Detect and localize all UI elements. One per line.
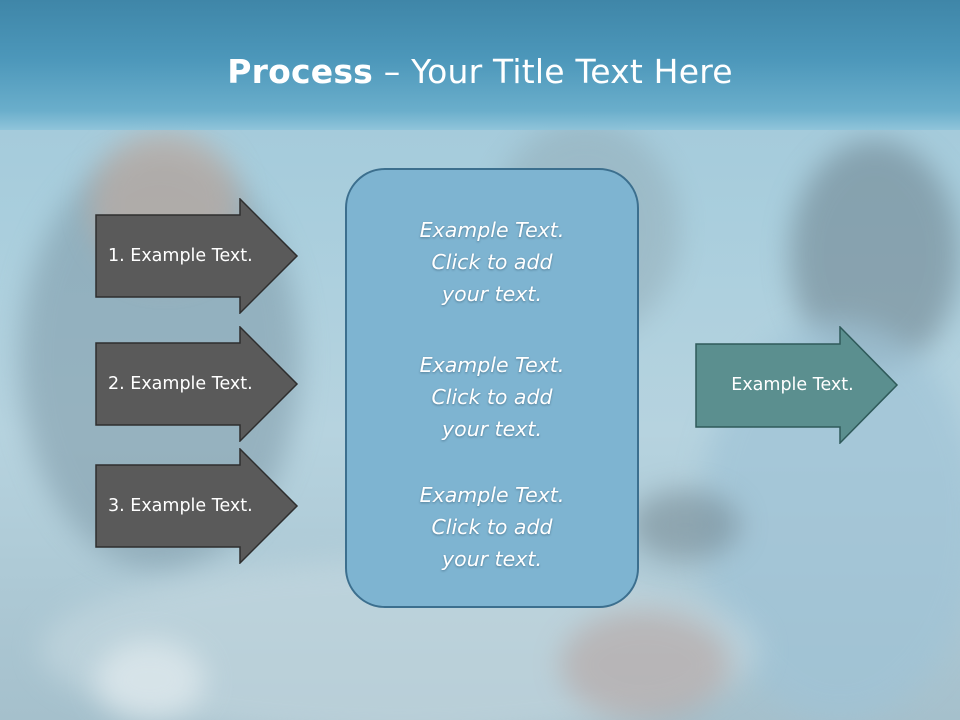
title-bar: Process – Your Title Text Here <box>0 0 960 130</box>
title-rest: – Your Title Text Here <box>373 52 733 91</box>
slide-title[interactable]: Process – Your Title Text Here <box>0 52 960 91</box>
arrow-shape <box>95 448 299 564</box>
step-arrow-3[interactable]: 3. Example Text. <box>95 448 300 564</box>
step-arrow-1[interactable]: 1. Example Text. <box>95 198 300 314</box>
arrow-shape <box>95 326 299 442</box>
result-arrow[interactable]: Example Text. <box>695 326 900 444</box>
center-line: Click to add <box>431 250 553 274</box>
center-text-box[interactable]: Example Text. Click to add your text. Ex… <box>345 168 639 608</box>
background-photo-laptop <box>630 490 740 560</box>
center-line: your text. <box>442 282 542 306</box>
center-text-item-2: Example Text. Click to add your text. <box>347 349 637 445</box>
center-line: your text. <box>442 417 542 441</box>
result-label: Example Text. <box>731 375 854 395</box>
background-photo-hand <box>560 610 730 720</box>
center-text-item-1: Example Text. Click to add your text. <box>347 214 637 310</box>
center-text-item-3: Example Text. Click to add your text. <box>347 479 637 575</box>
background-photo-cup <box>95 640 205 720</box>
arrow-shape <box>695 326 899 444</box>
title-bold: Process <box>227 52 374 91</box>
step-arrow-2[interactable]: 2. Example Text. <box>95 326 300 442</box>
step-label: 1. Example Text. <box>108 246 253 266</box>
center-line: Click to add <box>431 515 553 539</box>
center-line: Example Text. <box>419 483 565 507</box>
center-line: Click to add <box>431 385 553 409</box>
arrow-shape <box>95 198 299 314</box>
center-line: Example Text. <box>419 353 565 377</box>
step-label: 2. Example Text. <box>108 374 253 394</box>
step-label: 3. Example Text. <box>108 496 253 516</box>
center-line: Example Text. <box>419 218 565 242</box>
center-line: your text. <box>442 547 542 571</box>
